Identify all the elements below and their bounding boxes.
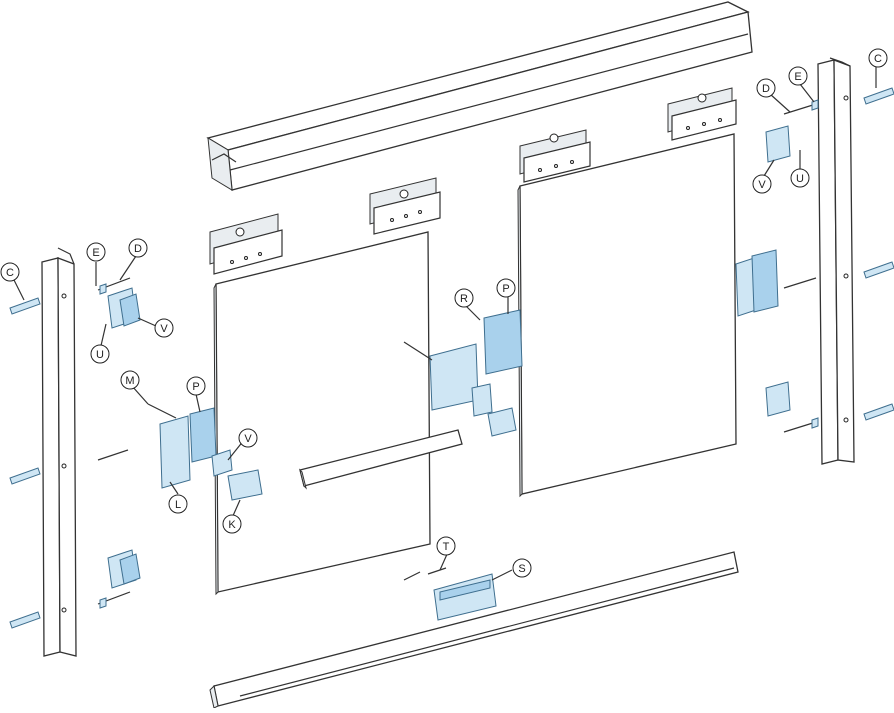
callout-d-right-label: D bbox=[762, 83, 770, 95]
callout-u-left-label: U bbox=[96, 349, 104, 361]
wall-profile-left bbox=[41, 247, 77, 657]
callout-leaders bbox=[13, 64, 877, 581]
callout-d-right: D bbox=[756, 78, 776, 98]
callout-l: L bbox=[168, 494, 188, 514]
door-panel-left bbox=[213, 231, 431, 596]
clip-parts bbox=[107, 125, 791, 589]
screws-and-washers bbox=[97, 99, 819, 609]
callout-k-label: K bbox=[228, 519, 236, 531]
roller-bracket-1 bbox=[209, 213, 283, 275]
roller-bracket-4 bbox=[667, 87, 737, 141]
callout-l-label: L bbox=[175, 499, 181, 511]
bottom-guide bbox=[403, 567, 497, 621]
callout-p-left: P bbox=[186, 376, 206, 396]
callout-v-mid: V bbox=[238, 428, 258, 448]
callout-e-right-label: E bbox=[794, 71, 801, 83]
callout-p-left-label: P bbox=[192, 381, 199, 393]
callout-p-mid-label: P bbox=[502, 283, 509, 295]
guide-assembly-middle bbox=[403, 309, 523, 437]
callout-m: M bbox=[120, 370, 140, 390]
roller-bracket-3 bbox=[519, 129, 591, 183]
callout-s: S bbox=[512, 558, 532, 578]
callout-m-label: M bbox=[125, 375, 134, 387]
callout-v-mid-label: V bbox=[244, 433, 252, 445]
callout-v-left-label: V bbox=[160, 323, 168, 335]
handle-bar bbox=[299, 429, 463, 490]
callout-c-right: C bbox=[868, 48, 888, 68]
callout-t: T bbox=[436, 536, 456, 556]
callout-s-label: S bbox=[518, 563, 525, 575]
callout-d-left-label: D bbox=[134, 243, 142, 255]
callout-u-left: U bbox=[90, 344, 110, 364]
door-panel-right bbox=[517, 133, 737, 498]
callout-v-left: V bbox=[154, 318, 174, 338]
callout-v-right-label: V bbox=[758, 179, 766, 191]
roller-bracket-2 bbox=[369, 177, 441, 235]
wall-profile-right bbox=[817, 57, 855, 465]
callout-p-mid: P bbox=[496, 278, 516, 298]
callout-t-label: T bbox=[443, 541, 450, 553]
callout-d-left: D bbox=[128, 238, 148, 258]
top-rail bbox=[206, 1, 753, 191]
callout-k: K bbox=[222, 514, 242, 534]
callout-u-right-label: U bbox=[796, 173, 804, 185]
callout-c-right-label: C bbox=[874, 53, 882, 65]
callout-c-left-label: C bbox=[6, 267, 14, 279]
callout-v-right: V bbox=[752, 174, 772, 194]
callout-u-right: U bbox=[790, 168, 810, 188]
bottom-rail bbox=[209, 551, 739, 709]
callout-e-left: E bbox=[86, 242, 106, 262]
callout-r: R bbox=[454, 288, 474, 308]
callout-c-left: C bbox=[0, 262, 20, 282]
callout-r-label: R bbox=[460, 293, 468, 305]
wall-plugs bbox=[9, 87, 894, 629]
callout-e-right: E bbox=[788, 66, 808, 86]
guide-assembly-left bbox=[147, 403, 263, 501]
callout-e-left-label: E bbox=[92, 247, 99, 259]
